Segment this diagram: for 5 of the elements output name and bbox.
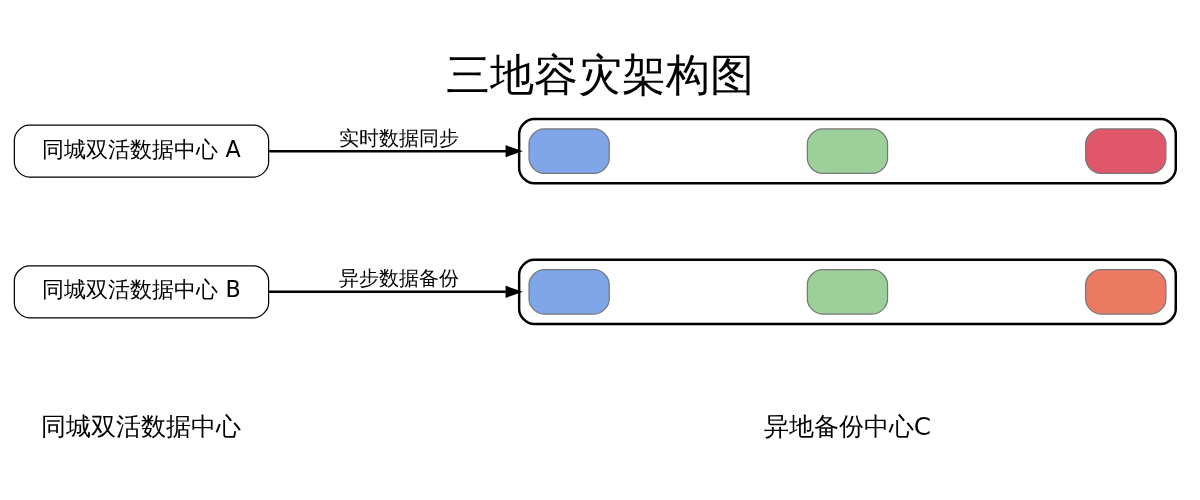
label: 异地备份中心C <box>763 411 932 441</box>
edge-label: 异步数据备份 <box>338 266 459 290</box>
edge-label: 实时数据同步 <box>338 126 459 150</box>
label: 同城双活数据中心 <box>41 411 242 441</box>
diagram-title: 三地容灾架构图 <box>446 48 754 100</box>
